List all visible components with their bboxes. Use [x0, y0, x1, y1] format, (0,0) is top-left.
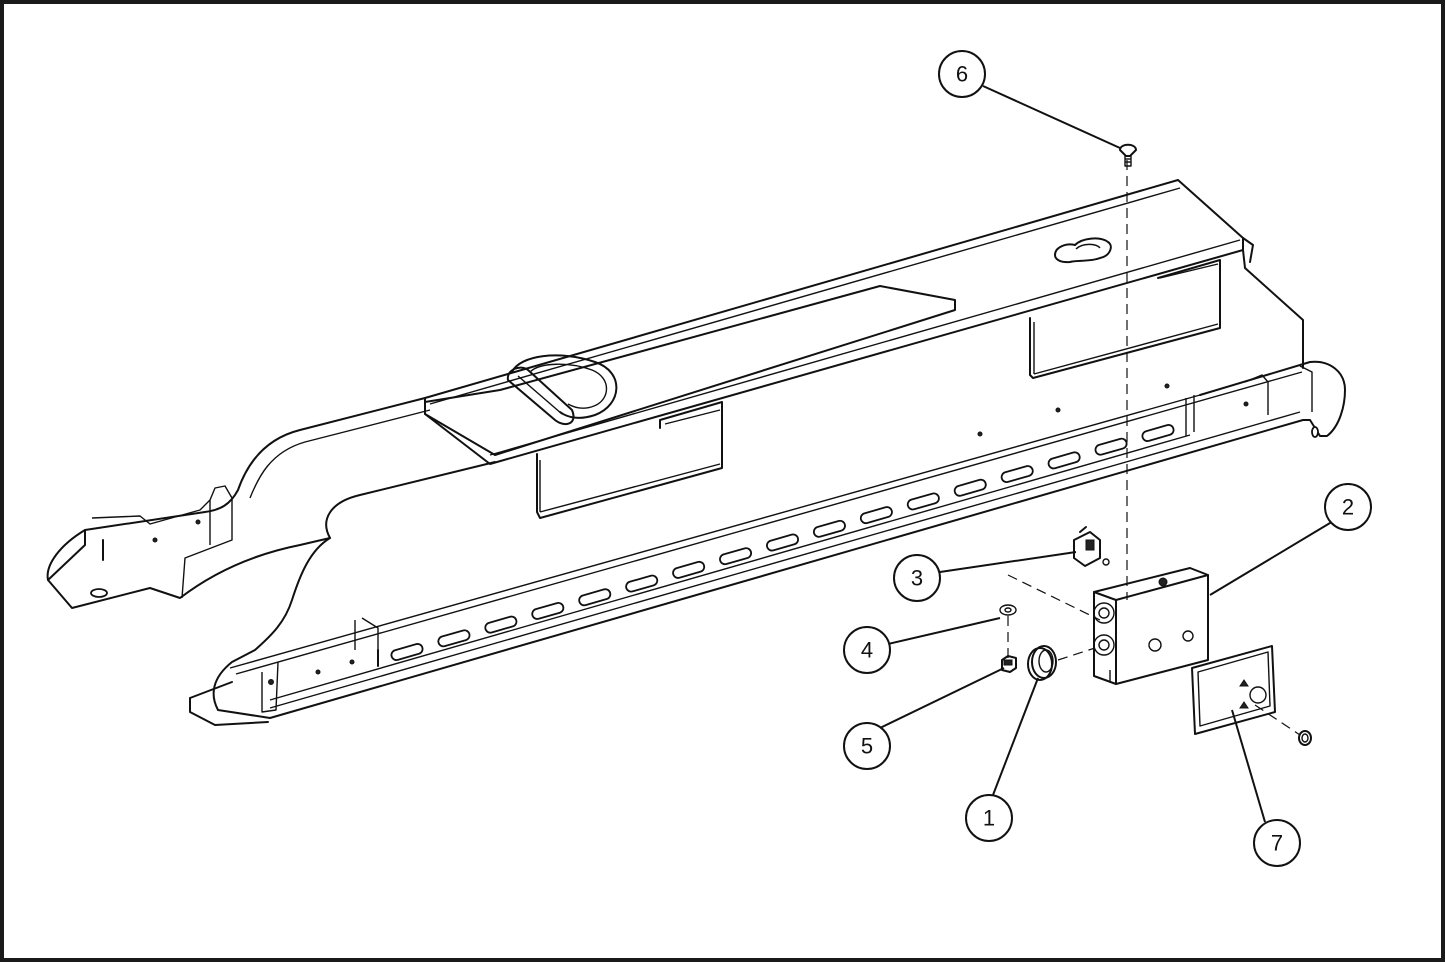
callout-label: 5: [861, 734, 873, 759]
rail-slot: [906, 492, 940, 511]
callout-label: 1: [983, 806, 995, 831]
rail-slot: [1047, 451, 1081, 470]
rail-slot: [953, 478, 987, 497]
rail-slot: [1094, 437, 1128, 456]
nut-part: [1001, 655, 1017, 673]
decal-plate-part: [1191, 645, 1312, 746]
callout-1: 1: [965, 794, 1013, 842]
callout-label: 2: [1342, 495, 1354, 520]
callout-label: 3: [911, 566, 923, 591]
rail-slot: [766, 533, 799, 552]
assembly-axis-lines: [1007, 160, 1301, 736]
rail-slot: [531, 602, 565, 620]
rail-slot: [484, 615, 518, 634]
callout-5: 5: [843, 722, 891, 770]
frame-rail: [46, 179, 1304, 609]
rail-slots: [390, 424, 1175, 661]
washer-part: [999, 604, 1017, 616]
rail-slot: [672, 560, 706, 579]
callout-label: 7: [1271, 831, 1283, 856]
rail-slot: [437, 629, 471, 648]
callout-7: 7: [1253, 819, 1301, 867]
callout-4: 4: [843, 626, 891, 674]
rail-slot: [390, 643, 424, 661]
rail-slot: [578, 588, 612, 607]
callout-3: 3: [893, 554, 941, 602]
rail-slot: [1000, 465, 1034, 483]
switch-box-part: [1093, 567, 1209, 685]
grommet-part: [1027, 645, 1057, 681]
screw-part: [1119, 143, 1137, 167]
callout-2: 2: [1324, 483, 1372, 531]
rail-slot: [719, 547, 753, 566]
rail-slot: [625, 574, 659, 593]
rail-slot: [1141, 424, 1175, 442]
leader-lines: [879, 85, 1336, 823]
toggle-switch-part: [1073, 526, 1110, 567]
callout-6: 6: [938, 50, 986, 98]
callout-label: 6: [956, 62, 968, 87]
slotted-rail: [189, 360, 1346, 726]
callout-label: 4: [861, 638, 873, 663]
rail-slot: [812, 519, 846, 538]
rail-slot: [859, 506, 893, 525]
